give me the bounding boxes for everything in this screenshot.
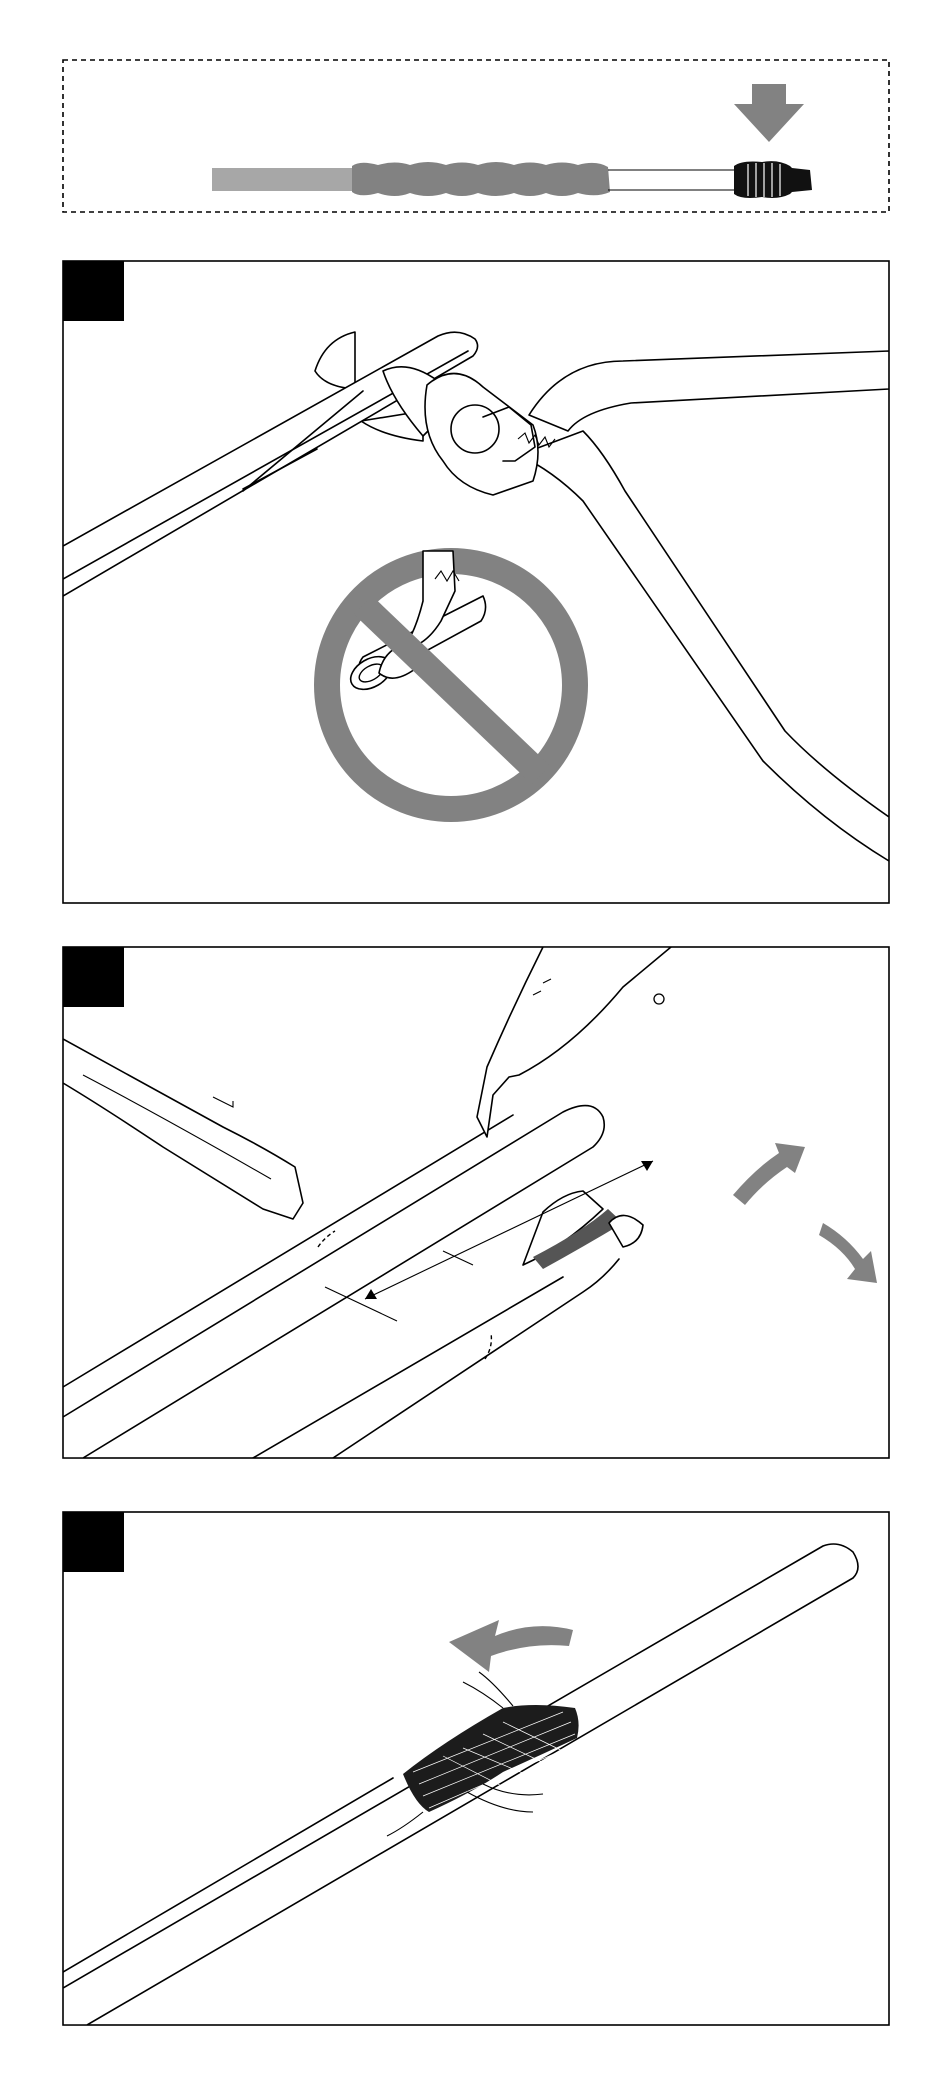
step-1-number-tag bbox=[63, 261, 124, 321]
step-2-number-tag bbox=[63, 947, 124, 1007]
step-panel-2 bbox=[63, 947, 889, 1458]
braided-shield-bunched bbox=[352, 162, 610, 196]
step-panel-1 bbox=[63, 261, 889, 903]
cable-outer-sheath bbox=[212, 168, 358, 191]
step-3-number-tag bbox=[63, 1512, 124, 1572]
step-panel-3 bbox=[63, 1512, 889, 2025]
cutter-pivot bbox=[451, 405, 499, 453]
overview-panel bbox=[63, 60, 889, 212]
